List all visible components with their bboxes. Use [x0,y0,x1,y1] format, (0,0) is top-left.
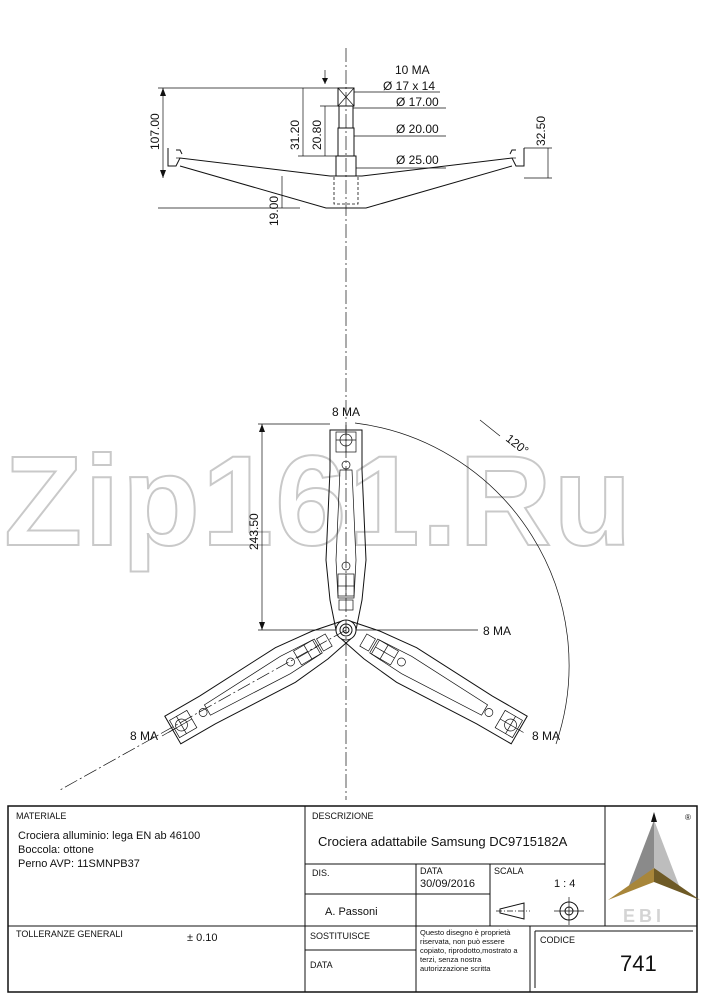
materiale-label: MATERIALE [16,811,67,821]
data-value: 30/09/2016 [420,878,476,890]
dim-32-50: 32.50 [534,116,548,146]
logo-text: EBI [623,906,665,926]
angle-arc [354,422,570,745]
data2-label: DATA [310,960,333,970]
dim-10ma: 10 MA [395,63,430,77]
dis-value: A. Passoni [325,906,378,918]
dim-107: 107.00 [148,113,162,150]
materiale-line-3: Perno AVP: 11SMNPB37 [18,857,140,870]
codice-label: CODICE [540,935,576,945]
watermark-text: Zip161.Ru [4,430,634,573]
dim-8ma-left: 8 MA [130,729,158,743]
left-axis [59,629,347,791]
ebi-logo-icon: ® EBI [608,812,700,926]
dim-19: 19.00 [267,196,281,226]
materiale-line-1: Crociera alluminio: lega EN ab 46100 [18,830,201,842]
materiale-list: Crociera alluminio: lega EN ab 46100 Boc… [18,830,298,871]
sostituisce-label: SOSTITUISCE [310,931,371,941]
logo-registered-mark: ® [685,813,691,822]
data-label: DATA [420,866,443,876]
dim-8ma-center: 8 MA [483,624,511,638]
title-block-grid: ® EBI [7,805,700,993]
codice-value: 741 [620,951,657,976]
dim-243-50: 243.50 [247,513,261,550]
dim-d17: Ø 17.00 [396,95,439,109]
dim-20-80: 20.80 [310,120,324,150]
scala-label: SCALA [494,866,524,876]
dim-8ma-top: 8 MA [332,405,360,419]
descrizione-label: DESCRIZIONE [312,811,374,821]
ownership-notice: Questo disegno è proprietà riservata, no… [420,928,518,973]
tolleranze-value: ± 0.10 [187,932,218,944]
materiale-line-2: Boccola: ottone [18,843,94,856]
tolleranze-label: TOLLERANZE GENERALI [16,929,123,939]
dim-8ma-right: 8 MA [532,729,560,743]
descrizione-value: Crociera adattabile Samsung DC9715182A [318,834,568,849]
top-view: 120° 243.50 [59,405,570,791]
dim-d17x14: Ø 17 x 14 [383,79,435,93]
projection-cone-icon [499,902,525,920]
dim-d20: Ø 20.00 [396,122,439,136]
hub-inner [339,623,353,637]
dim-d25: Ø 25.00 [396,153,439,167]
side-view: 107.00 31.20 20.80 19.00 32.50 10 MA Ø 1… [148,48,552,800]
spider-arm-top [325,425,367,631]
scala-value: 1 : 4 [554,878,576,890]
dis-label: DIS. [312,868,330,878]
dim-31-20: 31.20 [288,120,302,150]
